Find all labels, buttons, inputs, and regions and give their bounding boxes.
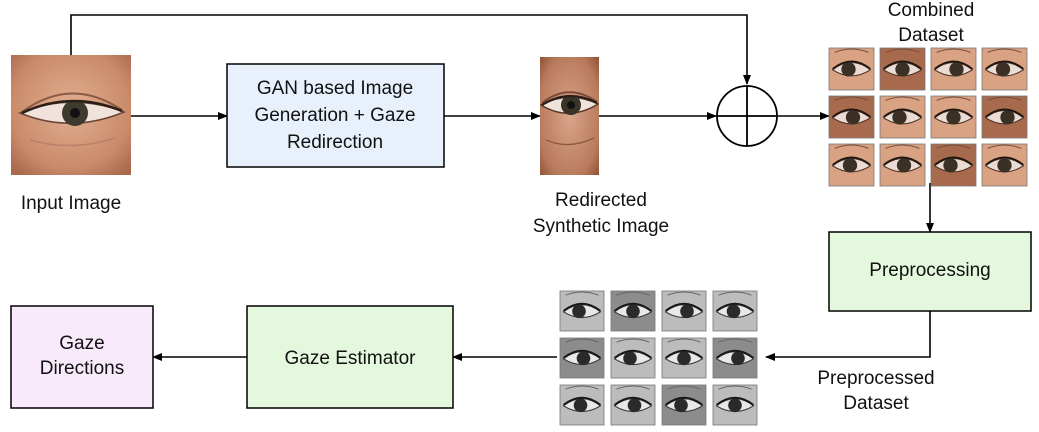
- eye-thumbnail: [610, 290, 656, 332]
- combiner-plus-icon: [716, 85, 778, 147]
- preprocessed-dataset-grid: [559, 290, 758, 426]
- preprocessed-label-line-1: Preprocessed: [817, 368, 934, 389]
- preprocessing-label: Preprocessing: [869, 260, 990, 281]
- eye-thumbnail: [879, 143, 926, 187]
- eye-thumbnail: [981, 143, 1028, 187]
- arrow-input-to-combiner: [70, 14, 751, 85]
- eye-thumbnail: [879, 95, 926, 139]
- preprocessed-label-line-2: Dataset: [843, 393, 909, 414]
- redirected-label-line-1: Redirected: [555, 190, 647, 211]
- eye-thumbnail: [828, 47, 875, 91]
- eye-thumbnail: [661, 290, 707, 332]
- eye-thumbnail: [930, 143, 977, 187]
- gaze-directions-line-2: Directions: [40, 358, 124, 379]
- eye-thumbnail: [930, 95, 977, 139]
- gaze-directions-line-1: Gaze: [59, 333, 104, 354]
- eye-thumbnail: [828, 95, 875, 139]
- eye-thumbnail: [610, 384, 656, 426]
- eye-thumbnail: [610, 337, 656, 379]
- gan-box: [226, 63, 445, 168]
- gaze-estimator-label: Gaze Estimator: [285, 348, 417, 369]
- redirected-image: [539, 57, 600, 175]
- eye-thumbnail: [712, 384, 758, 426]
- combined-label-line-2: Dataset: [898, 25, 964, 46]
- eye-thumbnail: [879, 47, 926, 91]
- eye-thumbnail: [661, 337, 707, 379]
- combined-label-line-1: Combined: [888, 0, 975, 21]
- preprocessing-box: [828, 231, 1032, 312]
- arrow-preprocessing-to-preprocessed: [765, 311, 931, 361]
- eye-thumbnail: [661, 384, 707, 426]
- gaze-directions-box: [10, 305, 154, 409]
- gan-box-line-2: Generation + Gaze: [254, 105, 415, 126]
- eye-thumbnail: [828, 143, 875, 187]
- eye-thumbnail: [559, 337, 605, 379]
- eye-thumbnail: [981, 47, 1028, 91]
- eye-thumbnail: [981, 95, 1028, 139]
- connectors: [70, 14, 934, 361]
- eye-thumbnail: [559, 384, 605, 426]
- redirected-label-line-2: Synthetic Image: [533, 216, 669, 237]
- gaze-estimator-box: [246, 305, 454, 409]
- eye-thumbnail: [712, 290, 758, 332]
- input-image-label: Input Image: [21, 193, 121, 214]
- gan-box-line-3: Redirection: [287, 132, 383, 153]
- combined-dataset-grid: [828, 47, 1028, 187]
- eye-thumbnail: [559, 290, 605, 332]
- eye-thumbnail: [712, 337, 758, 379]
- eye-thumbnail: [930, 47, 977, 91]
- input-image: [11, 55, 131, 175]
- gan-box-line-1: GAN based Image: [257, 78, 413, 99]
